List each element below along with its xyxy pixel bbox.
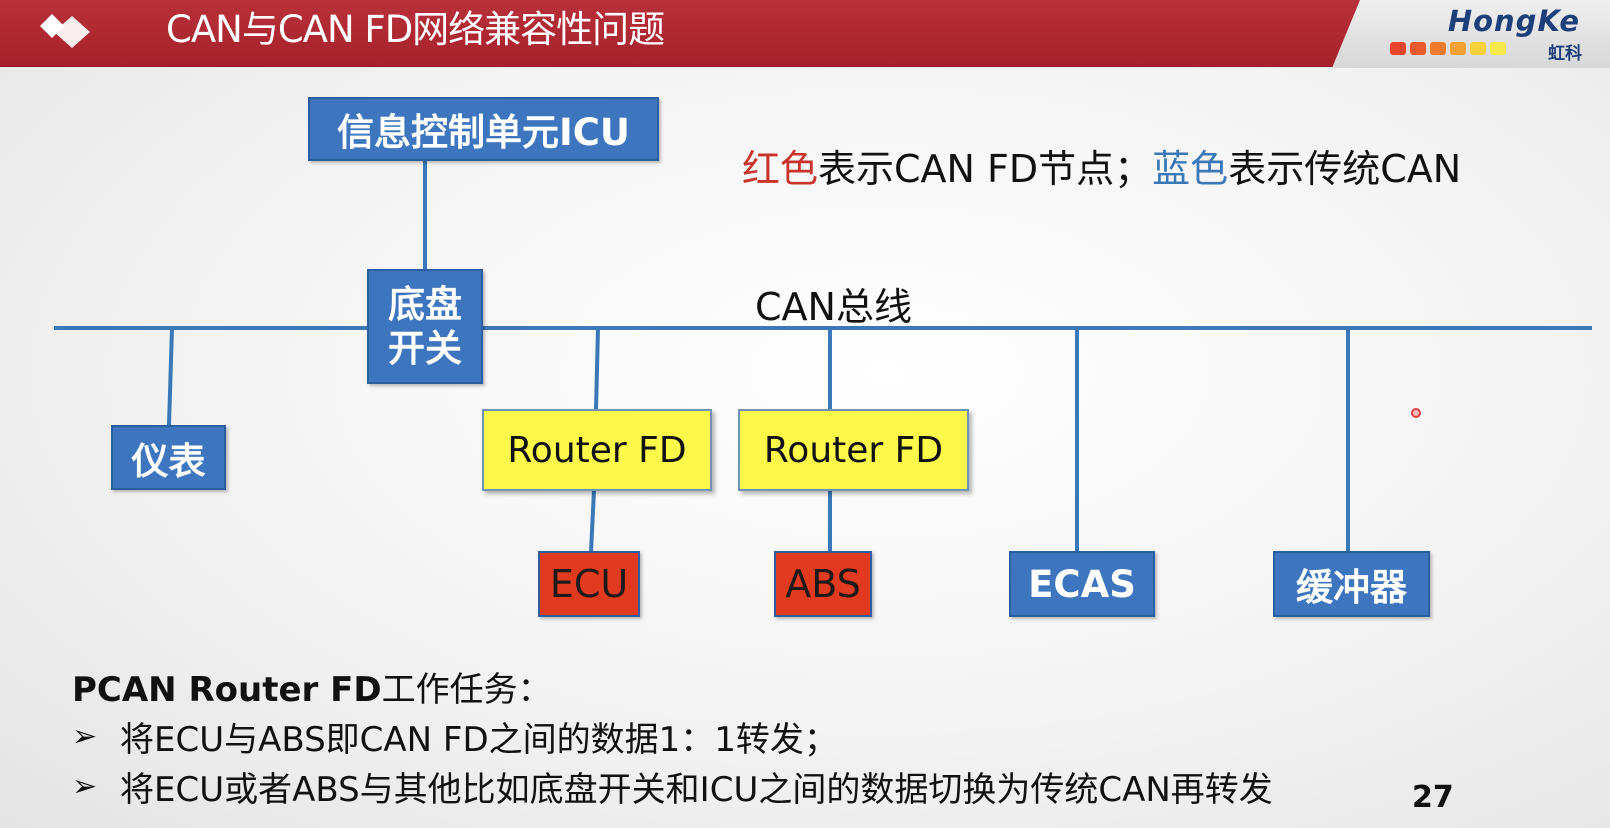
legend-blue-word: 蓝色 (1152, 147, 1229, 191)
task-item-text: 将ECU与ABS即CAN FD之间的数据1：1转发； (120, 720, 838, 760)
buffer-node: 缓冲器 (1273, 551, 1430, 617)
cursor-pointer-icon (1411, 408, 1421, 418)
abs-node: ABS (774, 551, 872, 617)
chassis-switch-label-1: 底盘 (388, 282, 462, 326)
ecu-node: ECU (538, 551, 640, 617)
arrow-bullet-icon: ➢ (72, 719, 98, 754)
brand-dot (1430, 42, 1446, 55)
brand-dot (1470, 42, 1486, 55)
color-legend: 红色表示CAN FD节点；蓝色表示传统CAN (742, 138, 1461, 193)
task-item: ➢ 将ECU与ABS即CAN FD之间的数据1：1转发； (72, 712, 1273, 761)
diamond-logo-icon (40, 14, 90, 48)
brand-dot (1490, 42, 1506, 55)
tasks-title-rest: 工作任务： (381, 670, 552, 710)
instrument-connector (167, 327, 174, 426)
tasks-title-bold: PCAN Router FD (72, 670, 382, 710)
chassis-switch-node: 底盘 开关 (367, 269, 483, 384)
ecu-connector (589, 489, 596, 553)
instrument-node: 仪表 (111, 425, 226, 490)
ecas-node: ECAS (1009, 551, 1155, 617)
router-fd-node-1: Router FD (482, 409, 712, 491)
legend-red-text: 表示CAN FD节点； (818, 147, 1153, 191)
brand-panel (1332, 0, 1610, 68)
brand-subtitle: 虹科 (1548, 44, 1582, 64)
brand-dot (1410, 42, 1426, 55)
brand-dot (1390, 42, 1406, 55)
can-bus-label: CAN总线 (755, 285, 912, 329)
tasks-title: PCAN Router FD工作任务： (72, 662, 1273, 711)
task-item: ➢ 将ECU或者ABS与其他比如底盘开关和ICU之间的数据切换为传统CAN再转发 (72, 762, 1273, 811)
page-number: 27 (1412, 780, 1454, 815)
page-title: CAN与CAN FD网络兼容性问题 (166, 8, 665, 51)
router1-connector (594, 327, 600, 411)
header-bar: CAN与CAN FD网络兼容性问题 (0, 0, 1610, 67)
chassis-switch-label-2: 开关 (388, 326, 462, 370)
icu-node: 信息控制单元ICU (308, 97, 659, 161)
task-item-text: 将ECU或者ABS与其他比如底盘开关和ICU之间的数据切换为传统CAN再转发 (120, 770, 1273, 810)
legend-blue-text: 表示传统CAN (1228, 147, 1462, 191)
brand-logo: HongKe (1447, 4, 1580, 38)
brand-dots (1390, 42, 1506, 55)
brand-dot (1450, 42, 1466, 55)
legend-red-word: 红色 (742, 147, 819, 191)
arrow-bullet-icon: ➢ (72, 769, 98, 804)
router-tasks: PCAN Router FD工作任务： ➢ 将ECU与ABS即CAN FD之间的… (72, 662, 1273, 811)
router-fd-node-2: Router FD (738, 409, 969, 491)
